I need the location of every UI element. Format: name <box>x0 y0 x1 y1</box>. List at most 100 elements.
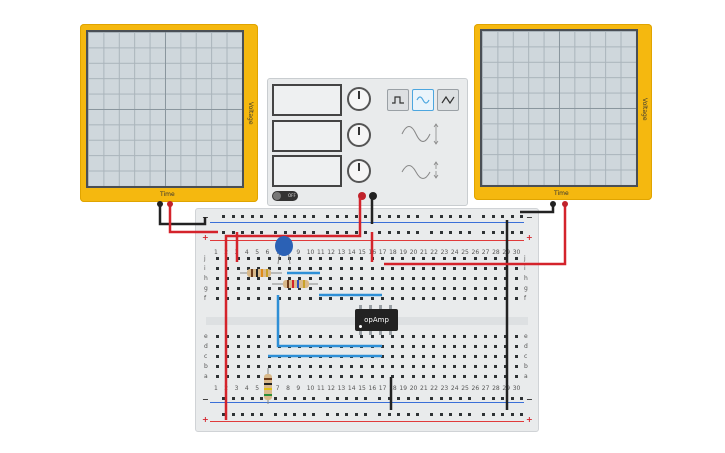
breadboard-hole[interactable] <box>422 297 425 300</box>
breadboard-hole[interactable] <box>380 335 384 338</box>
breadboard-hole[interactable] <box>483 257 487 260</box>
breadboard-hole[interactable] <box>349 277 353 280</box>
breadboard-hole[interactable] <box>226 355 230 358</box>
rail-hole[interactable] <box>387 413 391 416</box>
rail-hole[interactable] <box>416 413 420 416</box>
breadboard-hole[interactable] <box>257 287 261 290</box>
breadboard-hole[interactable] <box>257 345 261 348</box>
breadboard-hole[interactable] <box>288 267 292 270</box>
rail-hole[interactable] <box>312 231 316 234</box>
rail-hole[interactable] <box>312 413 316 416</box>
rail-hole[interactable] <box>406 231 410 234</box>
rail-hole[interactable] <box>312 397 316 400</box>
breadboard-hole[interactable] <box>370 287 374 290</box>
rail-hole[interactable] <box>345 231 349 234</box>
breadboard-hole[interactable] <box>339 287 343 290</box>
breadboard-hole[interactable] <box>277 365 281 368</box>
breadboard-hole[interactable] <box>370 277 374 280</box>
breadboard-hole[interactable] <box>514 267 518 270</box>
rail-hole[interactable] <box>260 231 264 234</box>
breadboard-hole[interactable] <box>473 375 477 378</box>
breadboard-hole[interactable] <box>277 297 281 300</box>
breadboard-hole[interactable] <box>226 257 230 260</box>
breadboard-hole[interactable] <box>473 355 477 358</box>
breadboard-hole[interactable] <box>452 365 456 368</box>
rail-hole[interactable] <box>364 231 368 234</box>
breadboard-hole[interactable] <box>319 335 322 338</box>
breadboard-hole[interactable] <box>257 355 261 358</box>
breadboard-hole[interactable] <box>411 297 415 300</box>
breadboard-hole[interactable] <box>483 335 487 338</box>
square-wave-button[interactable] <box>387 89 409 111</box>
breadboard-hole[interactable] <box>246 355 250 358</box>
breadboard-hole[interactable] <box>463 345 467 348</box>
breadboard-hole[interactable] <box>257 267 261 270</box>
breadboard-hole[interactable] <box>473 267 477 270</box>
breadboard-hole[interactable] <box>329 267 333 270</box>
breadboard-hole[interactable] <box>236 345 240 348</box>
breadboard-hole[interactable] <box>473 277 477 280</box>
breadboard-hole[interactable] <box>463 365 467 368</box>
breadboard-hole[interactable] <box>246 345 250 348</box>
breadboard-hole[interactable] <box>442 267 446 270</box>
rail-hole[interactable] <box>482 413 485 416</box>
breadboard-hole[interactable] <box>442 287 446 290</box>
rail-hole[interactable] <box>406 215 410 218</box>
rail-hole[interactable] <box>231 413 235 416</box>
rail-hole[interactable] <box>222 397 225 400</box>
rail-hole[interactable] <box>387 397 391 400</box>
breadboard-hole[interactable] <box>216 287 219 290</box>
breadboard-hole[interactable] <box>360 365 364 368</box>
rail-hole[interactable] <box>345 215 349 218</box>
breadboard-hole[interactable] <box>236 335 240 338</box>
breadboard-hole[interactable] <box>319 277 322 280</box>
breadboard-hole[interactable] <box>494 355 498 358</box>
breadboard-hole[interactable] <box>329 287 333 290</box>
terminal-negative[interactable] <box>369 192 377 200</box>
rail-hole[interactable] <box>241 231 245 234</box>
rail-hole[interactable] <box>326 413 329 416</box>
breadboard-hole[interactable] <box>257 335 261 338</box>
rail-hole[interactable] <box>501 397 505 400</box>
breadboard-hole[interactable] <box>308 277 312 280</box>
breadboard-hole[interactable] <box>226 277 230 280</box>
rail-hole[interactable] <box>468 413 472 416</box>
breadboard-hole[interactable] <box>391 335 395 338</box>
rail-hole[interactable] <box>250 413 254 416</box>
breadboard-hole[interactable] <box>298 287 302 290</box>
breadboard-hole[interactable] <box>277 267 281 270</box>
breadboard-hole[interactable] <box>360 287 364 290</box>
amplitude-knob[interactable] <box>347 123 371 147</box>
rail-hole[interactable] <box>364 397 368 400</box>
breadboard-hole[interactable] <box>267 335 271 338</box>
breadboard-hole[interactable] <box>226 375 230 378</box>
breadboard-hole[interactable] <box>288 287 292 290</box>
rail-hole[interactable] <box>482 215 485 218</box>
breadboard-hole[interactable] <box>494 277 498 280</box>
breadboard-hole[interactable] <box>277 375 281 378</box>
breadboard-hole[interactable] <box>411 287 415 290</box>
rail-hole[interactable] <box>260 215 264 218</box>
rail-hole[interactable] <box>416 231 420 234</box>
breadboard-hole[interactable] <box>411 257 415 260</box>
breadboard-hole[interactable] <box>432 287 436 290</box>
breadboard-hole[interactable] <box>432 365 436 368</box>
breadboard-hole[interactable] <box>246 375 250 378</box>
breadboard-hole[interactable] <box>360 335 364 338</box>
rail-hole[interactable] <box>397 413 401 416</box>
rail-hole[interactable] <box>501 231 505 234</box>
rail-hole[interactable] <box>250 397 254 400</box>
rail-hole[interactable] <box>491 231 495 234</box>
breadboard-hole[interactable] <box>380 365 384 368</box>
rail-hole[interactable] <box>302 397 306 400</box>
breadboard-hole[interactable] <box>246 365 250 368</box>
breadboard-hole[interactable] <box>257 365 261 368</box>
breadboard-hole[interactable] <box>298 365 302 368</box>
breadboard-hole[interactable] <box>452 257 456 260</box>
rail-hole[interactable] <box>449 215 453 218</box>
breadboard-hole[interactable] <box>452 277 456 280</box>
breadboard-hole[interactable] <box>288 375 292 378</box>
breadboard-hole[interactable] <box>257 375 261 378</box>
breadboard-hole[interactable] <box>380 257 384 260</box>
breadboard-hole[interactable] <box>360 297 364 300</box>
